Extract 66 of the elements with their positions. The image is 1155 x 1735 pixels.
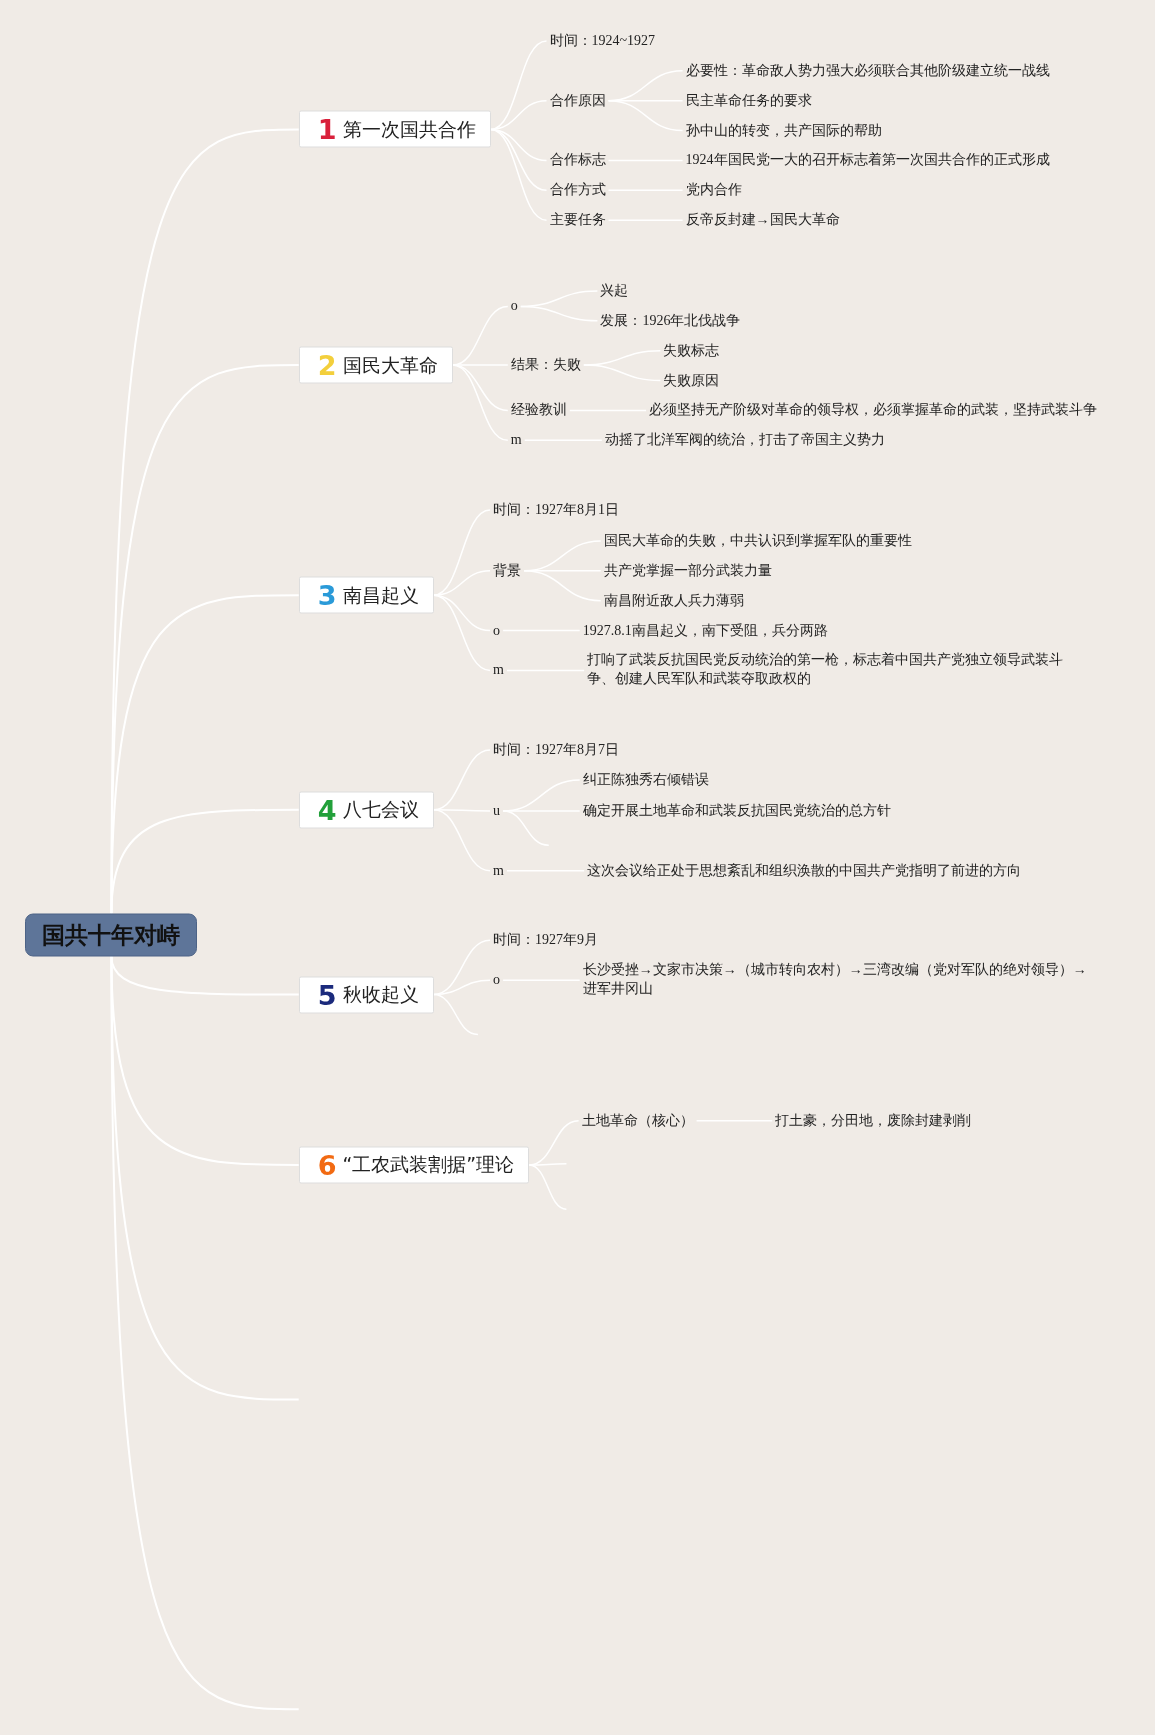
topic-title: 国民大革命 (342, 352, 438, 378)
branch-text: 结果：失败 (507, 353, 584, 377)
topic-box (298, 791, 434, 829)
topic-number: 4 (317, 794, 337, 826)
branch-text: 反帝反封建→国民大革命 (682, 208, 843, 232)
branch-text: 必须坚持无产阶级对革命的领导权，必须掌握革命的武装，坚持武装斗争 (646, 399, 1101, 422)
branch-text: 土地革命（核心） (578, 1109, 697, 1133)
branch-text: 合作方式 (546, 178, 609, 202)
topic-number: 2 (317, 349, 337, 381)
topic-box (298, 1146, 530, 1184)
branch-text: 时间：1924~1927 (546, 29, 659, 53)
branch-text: 发展：1926年北伐战争 (597, 309, 744, 333)
topic-box (298, 976, 434, 1014)
branch-text: 时间：1927年9月 (490, 928, 602, 952)
branch-text: o (490, 619, 504, 643)
branch-text: 合作原因 (546, 89, 609, 113)
topic-title: 南昌起义 (342, 582, 419, 608)
branch-text: o (490, 968, 504, 992)
branch-text: o (507, 295, 521, 318)
branch-text: 共产党掌握一部分武装力量 (600, 559, 775, 583)
branch-text: 必要性：革命敌人势力强大必须联合其他阶级建立统一战线 (682, 59, 1053, 83)
branch-text: 国民大革命的失败，中共认识到掌握军队的重要性 (600, 529, 915, 553)
branch-text: m (507, 428, 525, 452)
topic-title: 八七会议 (342, 796, 419, 822)
branch-text: 经验教训 (507, 399, 570, 422)
topic-number: 1 (317, 113, 337, 145)
branch-text: 兴起 (597, 279, 632, 303)
branch-text: 南昌附近敌人兵力薄弱 (600, 589, 747, 613)
branch-text: 这次会议给正处于思想紊乱和组织涣散的中国共产党指明了前进的方向 (584, 859, 1025, 883)
topic-title: 第一次国共合作 (342, 116, 476, 142)
branch-line (489, 40, 548, 131)
branch-text: 纠正陈独秀右倾错误 (579, 768, 712, 792)
topic-title: 秋收起义 (342, 981, 419, 1007)
branch-text: 党内合作 (682, 178, 745, 202)
branch-text: m (490, 659, 507, 682)
topic-number: 6 (317, 1149, 337, 1181)
branch-text: 1924年国民党一大的召开标志着第一次国共合作的正式形成 (682, 148, 1053, 172)
topic-box (298, 576, 434, 614)
topic-title: “工农武装割据”理论 (342, 1151, 515, 1177)
branch-text: 背景 (490, 559, 525, 583)
branch-line (432, 809, 491, 872)
branch-text: 1927.8.1南昌起义，南下受阻，兵分两路 (579, 619, 831, 643)
branch-line (520, 305, 599, 322)
topic-number: 3 (317, 579, 337, 611)
branch-text: 打土豪，分田地，废除封建剥削 (772, 1109, 975, 1133)
branch-text: 失败标志 (660, 339, 723, 363)
topic-box (298, 346, 453, 384)
branch-text: 失败原因 (660, 369, 723, 392)
branch-text: 孙中山的转变，共产国际的帮助 (682, 119, 885, 142)
branch-text: 合作标志 (546, 148, 609, 172)
branch-text: 长沙受挫→文家市决策→（城市转向农村）→三湾改编（党对军队的绝对领导）→进军井冈山 (579, 959, 1097, 1002)
branch-text: 民主革命任务的要求 (682, 89, 815, 113)
branch-text: 动摇了北洋军阀的统治，打击了帝国主义势力 (601, 428, 888, 452)
branch-text: 确定开展土地革命和武装反抗国民党统治的总方针 (579, 799, 894, 823)
branch-text: 主要任务 (546, 208, 609, 232)
branch-line (432, 993, 479, 1036)
branch-text: 打响了武装反抗国民党反动统治的第一枪，标志着中国共产党独立领导武装斗争、创建人民军队和武装夺取政权的 (584, 649, 1077, 692)
topic-box (298, 110, 491, 148)
branch-line (432, 594, 491, 672)
central-topic-box: 国共十年对峙 (25, 913, 198, 957)
branch-text: m (490, 859, 507, 883)
branch-line (583, 364, 662, 382)
branch-text: 时间：1927年8月1日 (490, 498, 623, 522)
topic-number: 5 (317, 979, 337, 1011)
branch-text: u (490, 799, 504, 823)
branch-text: 时间：1927年8月7日 (490, 738, 623, 762)
